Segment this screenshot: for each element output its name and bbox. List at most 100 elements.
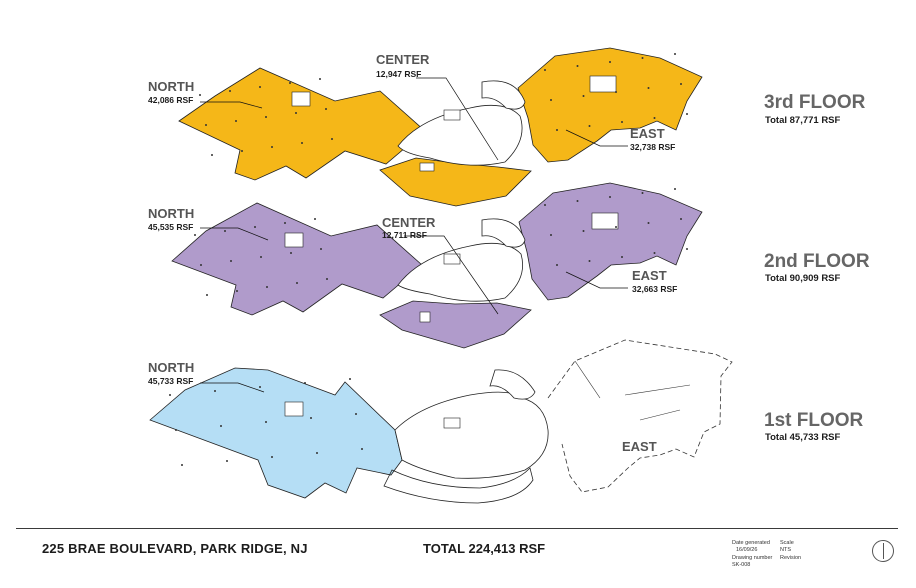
first-floor-lobby-outline bbox=[383, 467, 534, 504]
column-dot bbox=[214, 390, 216, 392]
column-dot bbox=[289, 82, 291, 84]
first-floor-center-outline bbox=[394, 391, 549, 479]
column-dot bbox=[200, 264, 202, 266]
second-east-area: 32,663 RSF bbox=[632, 284, 677, 294]
column-dot bbox=[680, 218, 682, 220]
column-dot bbox=[290, 252, 292, 254]
column-dot bbox=[674, 188, 676, 190]
column-dot bbox=[550, 234, 552, 236]
column-dot bbox=[226, 460, 228, 462]
third-floor-north-wing bbox=[178, 67, 426, 181]
column-dot bbox=[199, 94, 201, 96]
column-dot bbox=[319, 78, 321, 80]
column-dot bbox=[576, 65, 579, 67]
column-dot bbox=[653, 252, 656, 254]
column-dot bbox=[259, 386, 261, 388]
column-dot bbox=[259, 86, 261, 88]
second-east-name: EAST bbox=[632, 268, 667, 283]
third-floor-center-wing bbox=[379, 157, 532, 207]
column-dot bbox=[680, 83, 682, 85]
second-floor-name: 2nd FLOOR bbox=[764, 251, 870, 272]
third-floor-plate bbox=[178, 47, 703, 207]
column-dot bbox=[621, 256, 623, 258]
column-dot bbox=[295, 112, 297, 114]
date-label: Date generated bbox=[732, 540, 770, 546]
column-dot bbox=[550, 99, 552, 101]
column-dot bbox=[301, 142, 303, 144]
revision-label: Revision bbox=[780, 555, 802, 561]
third-floor-total: Total 87,771 RSF bbox=[765, 115, 841, 126]
first-floor-name: 1st FLOOR bbox=[764, 410, 864, 431]
third-center-area: 12,947 RSF bbox=[376, 69, 421, 79]
column-dot bbox=[641, 57, 644, 59]
first-east-name: EAST bbox=[622, 439, 657, 454]
column-dot bbox=[544, 204, 546, 206]
first-floor-north-wing bbox=[149, 367, 403, 499]
third-north-area: 42,086 RSF bbox=[148, 95, 193, 105]
second-floor-total: Total 90,909 RSF bbox=[765, 273, 841, 284]
column-dot bbox=[544, 69, 546, 71]
third-north-name: NORTH bbox=[148, 79, 194, 94]
north-arrow-icon bbox=[872, 540, 894, 562]
scale-value: NTS bbox=[780, 547, 791, 553]
column-dot bbox=[588, 125, 591, 127]
second-floor-center-wing bbox=[379, 300, 532, 349]
drawing-value: SK-008 bbox=[732, 562, 751, 568]
third-center-name: CENTER bbox=[376, 52, 430, 67]
column-dot bbox=[314, 218, 316, 220]
column-dot bbox=[205, 124, 207, 126]
column-dot bbox=[686, 113, 688, 115]
column-dot bbox=[582, 230, 585, 232]
second-north-name: NORTH bbox=[148, 206, 194, 221]
column-dot bbox=[647, 87, 650, 89]
column-dot bbox=[254, 226, 256, 228]
column-dot bbox=[271, 456, 273, 458]
column-dot bbox=[241, 150, 243, 152]
column-dot bbox=[229, 90, 231, 92]
second-floor-north-wing bbox=[171, 202, 423, 316]
first-floor-plate bbox=[149, 339, 733, 504]
column-dot bbox=[310, 417, 312, 419]
column-dot bbox=[296, 282, 298, 284]
column-dot bbox=[235, 120, 237, 122]
column-dot bbox=[653, 117, 656, 119]
third-floor-east-wing bbox=[517, 47, 703, 163]
scale-label: Scale bbox=[780, 540, 794, 546]
column-dot bbox=[609, 61, 611, 63]
total-rsf: TOTAL 224,413 RSF bbox=[423, 541, 546, 556]
column-dot bbox=[181, 464, 183, 466]
column-dot bbox=[326, 278, 328, 280]
column-dot bbox=[304, 382, 306, 384]
column-dot bbox=[615, 226, 617, 228]
floor-plan-diagram: NORTH 42,086 RSF CENTER 12,947 RSF EAST … bbox=[148, 47, 870, 504]
column-dot bbox=[615, 91, 617, 93]
column-dot bbox=[230, 260, 232, 262]
column-dot bbox=[674, 53, 676, 55]
column-dot bbox=[265, 421, 267, 423]
column-dot bbox=[271, 146, 273, 148]
column-dot bbox=[169, 394, 171, 396]
second-center-area: 12,711 RSF bbox=[382, 230, 427, 240]
property-address: 225 BRAE BOULEVARD, PARK RIDGE, NJ bbox=[42, 541, 308, 556]
column-dot bbox=[582, 95, 585, 97]
column-dot bbox=[206, 294, 208, 296]
column-dot bbox=[641, 192, 644, 194]
second-north-area: 45,535 RSF bbox=[148, 222, 193, 232]
second-floor-atrium bbox=[397, 242, 524, 302]
first-north-area: 45,733 RSF bbox=[148, 376, 193, 386]
third-east-name: EAST bbox=[630, 126, 665, 141]
second-center-name: CENTER bbox=[382, 215, 436, 230]
column-dot bbox=[355, 413, 357, 415]
third-east-area: 32,738 RSF bbox=[630, 142, 675, 152]
column-dot bbox=[361, 448, 363, 450]
column-dot bbox=[175, 429, 177, 431]
column-dot bbox=[260, 256, 262, 258]
column-dot bbox=[236, 290, 238, 292]
leader-lines bbox=[200, 77, 628, 393]
date-value: 16/09/26 bbox=[736, 547, 758, 553]
second-floor-east-wing bbox=[518, 182, 703, 301]
column-dot bbox=[316, 452, 318, 454]
column-dot bbox=[609, 196, 611, 198]
column-dot bbox=[556, 129, 558, 131]
drawing-label: Drawing number bbox=[732, 555, 773, 561]
